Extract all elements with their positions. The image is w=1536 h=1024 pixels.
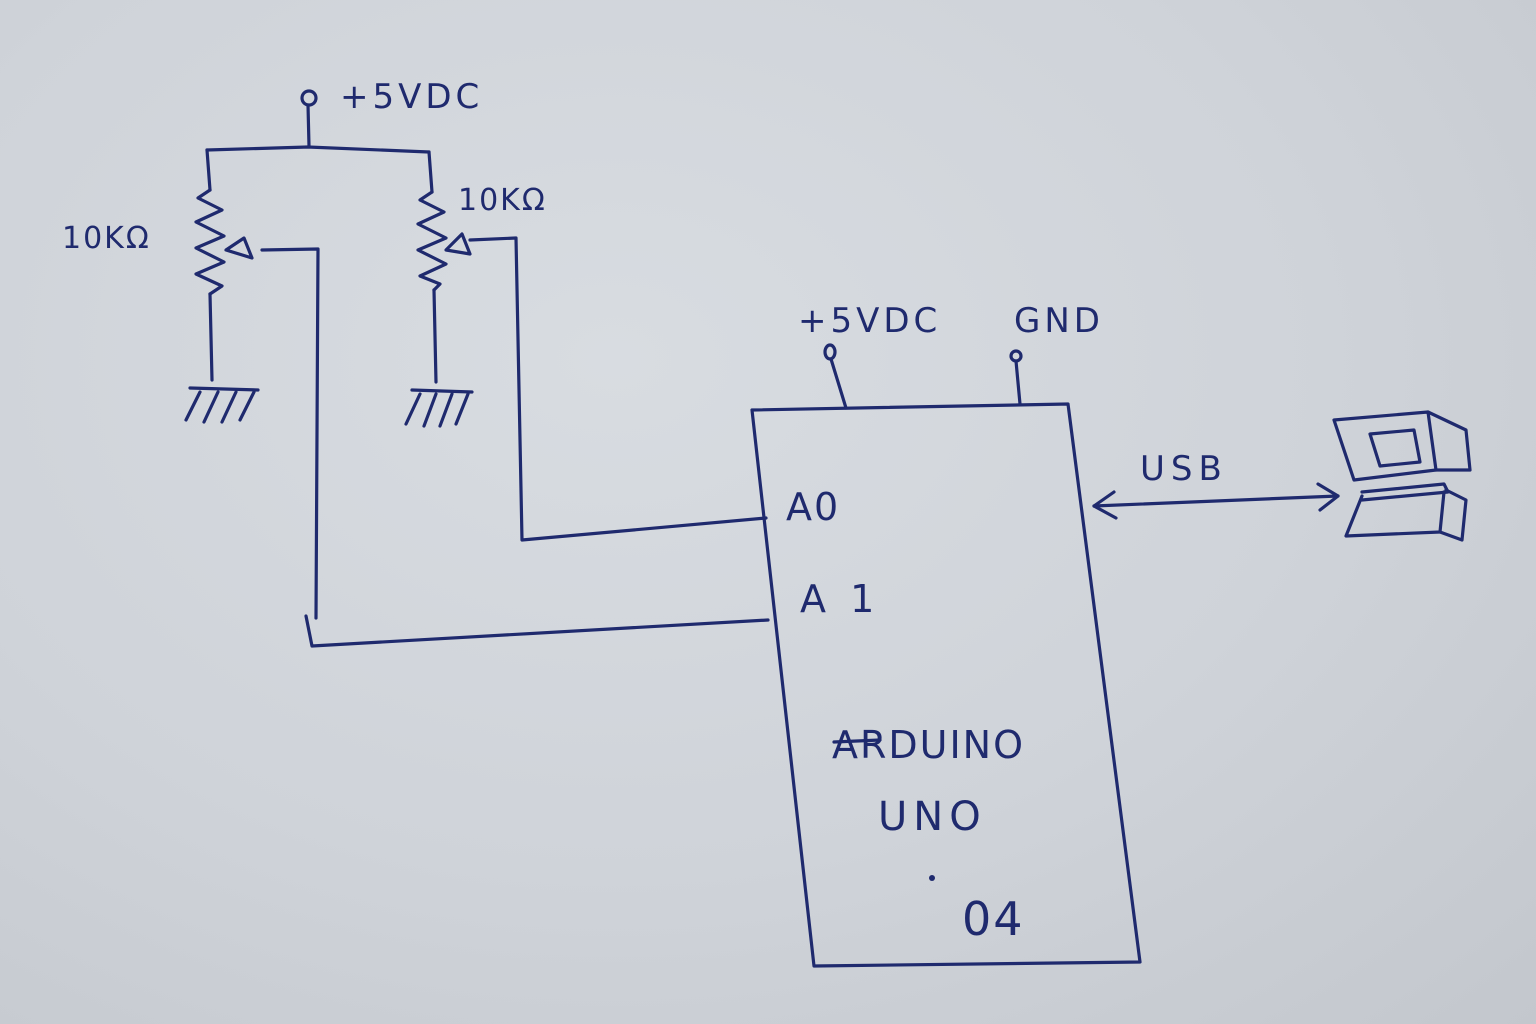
right-pot-label: 10KΩ	[458, 183, 547, 218]
right-pot-wiper-arrow	[444, 232, 472, 256]
usb-label: USB	[1140, 449, 1228, 489]
usb-arrow-right	[1316, 482, 1340, 512]
board-name-line1: ARDUINO	[832, 723, 1025, 767]
top-supply-terminal	[300, 89, 318, 148]
board-suffix: 04	[962, 892, 1025, 946]
left-potentiometer	[194, 148, 254, 382]
board-name-line2: UNO	[878, 794, 987, 840]
pin-a0-label: A0	[786, 485, 840, 529]
left-ground-symbol	[184, 386, 260, 424]
left-pot-label: 10KΩ	[62, 221, 151, 256]
top-supply-rail	[205, 145, 431, 154]
usb-arrow-left	[1092, 490, 1118, 520]
board-5v-terminal	[823, 343, 848, 410]
board-gnd-terminal	[1009, 349, 1023, 406]
usb-link-line	[1092, 494, 1340, 508]
pin-a1-label: A 1	[800, 577, 880, 621]
top-supply-label: +5VDC	[340, 77, 483, 117]
right-ground-symbol	[404, 388, 474, 428]
board-dot	[929, 875, 935, 881]
computer-icon	[1332, 410, 1472, 542]
board-5v-label: +5VDC	[798, 301, 941, 341]
board-gnd-label: GND	[1014, 301, 1104, 341]
arduino-board-outline	[750, 402, 1142, 968]
right-potentiometer	[416, 150, 472, 384]
wire-right-wiper-to-a0	[468, 236, 768, 542]
left-pot-wiper-arrow	[224, 236, 254, 260]
wire-left-wiper-to-a1	[260, 247, 770, 648]
board-name-strike	[832, 738, 882, 744]
